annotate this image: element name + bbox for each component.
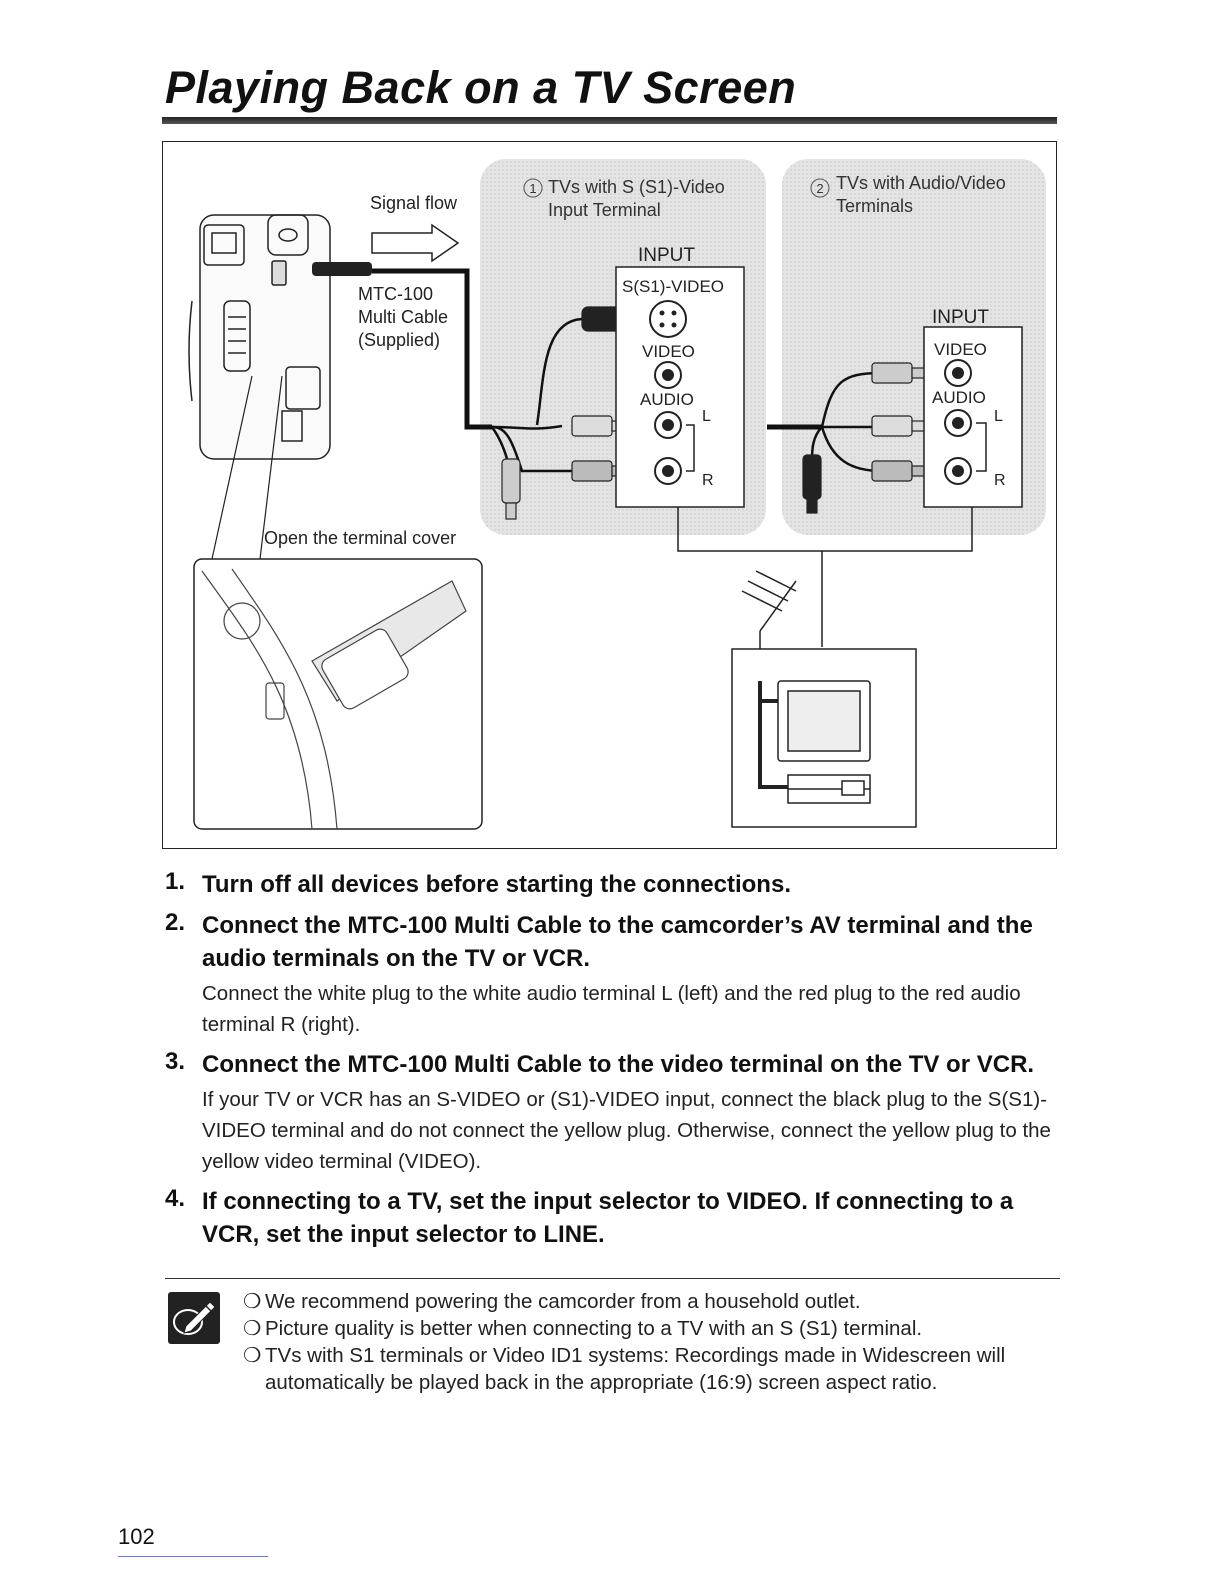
open-cover-label: Open the terminal cover — [264, 528, 456, 548]
step-2: 2. Connect the MTC-100 Multi Cable to th… — [165, 909, 1060, 1040]
audio-label: AUDIO — [640, 390, 694, 409]
cable-name-line1: MTC-100 — [358, 284, 433, 304]
audio-jack-l — [654, 411, 682, 439]
step-heading: Turn off all devices before starting the… — [202, 871, 791, 898]
signal-flow-arrow — [371, 223, 460, 263]
right-label-2: R — [994, 472, 1006, 489]
cover-pointer-line-2 — [259, 375, 283, 560]
step-heading: If connecting to a TV, set the input sel… — [202, 1188, 1014, 1248]
note-bullet: ❍ — [243, 1290, 262, 1313]
title-rule — [162, 117, 1057, 124]
note-bullet: ❍ — [243, 1344, 262, 1367]
tv-icon — [777, 680, 871, 804]
page-number: 102 — [118, 1524, 155, 1549]
cover-pointer-line — [211, 375, 253, 560]
steps-list: 1. Turn off all devices before starting … — [165, 868, 1060, 1259]
tv-connect-line — [758, 681, 788, 789]
panel2-line2: Terminals — [836, 196, 913, 216]
step-number: 1. — [165, 868, 186, 895]
panel2-cable — [822, 507, 973, 552]
video-label: VIDEO — [642, 342, 695, 361]
step-body: Connect the white plug to the white audi… — [202, 982, 1021, 1036]
diagram-frame — [162, 141, 1057, 849]
audio-jack-r — [654, 457, 682, 485]
step-number: 2. — [165, 909, 186, 936]
pencil-note-icon — [168, 1292, 220, 1344]
note-text: Picture quality is better when connectin… — [265, 1317, 923, 1340]
connection-diagram: 1 TVs with S (S1)-Video Input Terminal 2… — [188, 159, 1046, 830]
note-text: TVs with S1 terminals or Video ID1 syste… — [265, 1344, 1006, 1394]
note-item: ❍ TVs with S1 terminals or Video ID1 sys… — [243, 1342, 1063, 1396]
step-heading: Connect the MTC-100 Multi Cable to the c… — [202, 912, 1033, 972]
antenna-cable — [677, 507, 823, 647]
notes-rule — [165, 1278, 1060, 1279]
panel2-input-label: INPUT — [932, 307, 989, 328]
right-label: R — [702, 472, 714, 489]
step-heading: Connect the MTC-100 Multi Cable to the v… — [202, 1051, 1035, 1078]
audio-label-2: AUDIO — [932, 388, 986, 407]
note-item: ❍ Picture quality is better when connect… — [243, 1315, 1063, 1342]
svideo-jack — [649, 300, 687, 338]
cable-name-line2: Multi Cable — [358, 307, 448, 327]
svideo-label: S(S1)-VIDEO — [622, 277, 724, 296]
step-body: If your TV or VCR has an S-VIDEO or (S1)… — [202, 1088, 1051, 1173]
page-number-rule — [118, 1556, 268, 1557]
terminal-panel-2 — [923, 326, 1023, 508]
panel1-num: 1 — [529, 181, 536, 196]
audio-jack-l-2 — [944, 409, 972, 437]
panel2-num: 2 — [816, 181, 823, 196]
step-3: 3. Connect the MTC-100 Multi Cable to th… — [165, 1048, 1060, 1177]
left-label-2: L — [994, 408, 1003, 425]
panel1-line2: Input Terminal — [548, 200, 661, 220]
rca-plug-white-2 — [871, 415, 927, 437]
signal-flow-label: Signal flow — [370, 193, 458, 213]
step-4: 4. If connecting to a TV, set the input … — [165, 1185, 1060, 1251]
svideo-plug-unused — [802, 454, 822, 514]
notes-list: ❍ We recommend powering the camcorder fr… — [243, 1288, 1063, 1396]
video-jack — [654, 361, 682, 389]
rca-plug-yellow — [501, 458, 521, 520]
step-number: 4. — [165, 1185, 186, 1212]
panel1-line1: TVs with S (S1)-Video — [548, 177, 725, 197]
video-jack-2 — [944, 359, 972, 387]
rca-plug-red-2 — [871, 460, 927, 482]
step-number: 3. — [165, 1048, 186, 1075]
panel2-line1: TVs with Audio/Video — [836, 173, 1006, 193]
page-title: Playing Back on a TV Screen — [165, 62, 797, 113]
note-text: We recommend powering the camcorder from… — [265, 1290, 861, 1313]
panel1-input-label: INPUT — [638, 245, 695, 266]
camcorder-icon — [188, 214, 331, 460]
step-1: 1. Turn off all devices before starting … — [165, 868, 1060, 901]
cable-name-line3: (Supplied) — [358, 330, 440, 350]
video-label-2: VIDEO — [934, 340, 987, 359]
note-item: ❍ We recommend powering the camcorder fr… — [243, 1288, 1063, 1315]
left-label: L — [702, 408, 711, 425]
audio-jack-r-2 — [944, 457, 972, 485]
note-bullet: ❍ — [243, 1317, 262, 1340]
cover-detail-icon — [201, 568, 467, 830]
